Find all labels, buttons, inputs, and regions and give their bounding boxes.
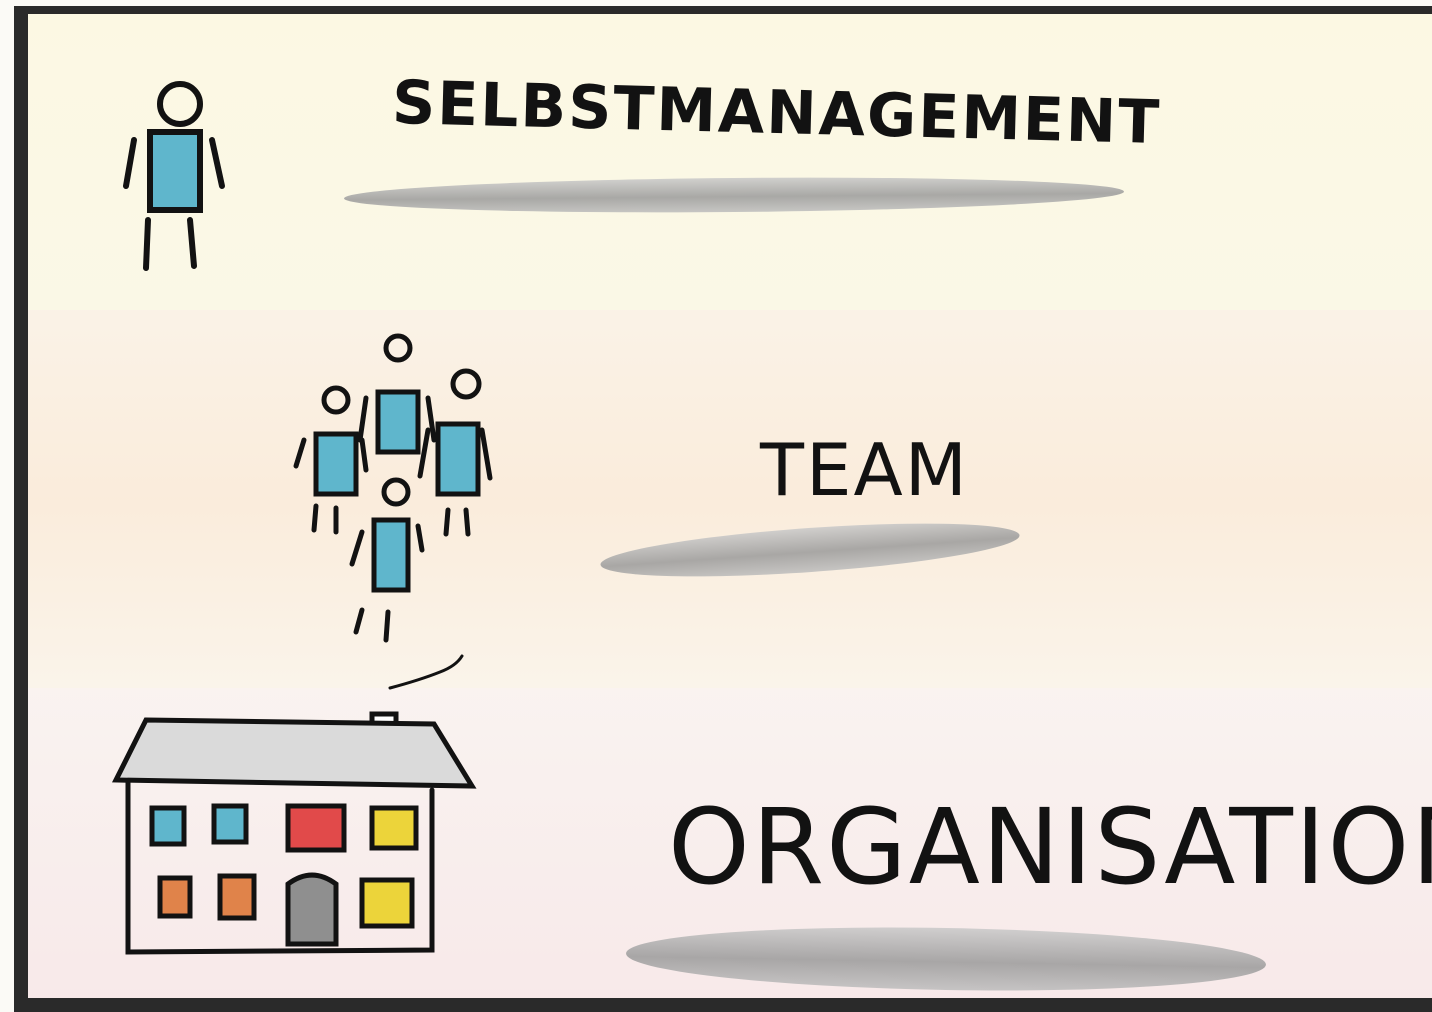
band-team <box>28 310 1432 688</box>
building-icon <box>111 654 477 955</box>
frame-top-border <box>28 6 1432 14</box>
team-icon <box>293 333 493 643</box>
heading-team: TEAM <box>760 428 969 512</box>
heading-organisation: ORGANISATION <box>668 786 1432 908</box>
band-selbstmanagement <box>28 14 1432 310</box>
person-icon <box>123 81 225 271</box>
frame-left-border <box>14 6 28 1006</box>
frame-bottom-border <box>14 998 1432 1012</box>
